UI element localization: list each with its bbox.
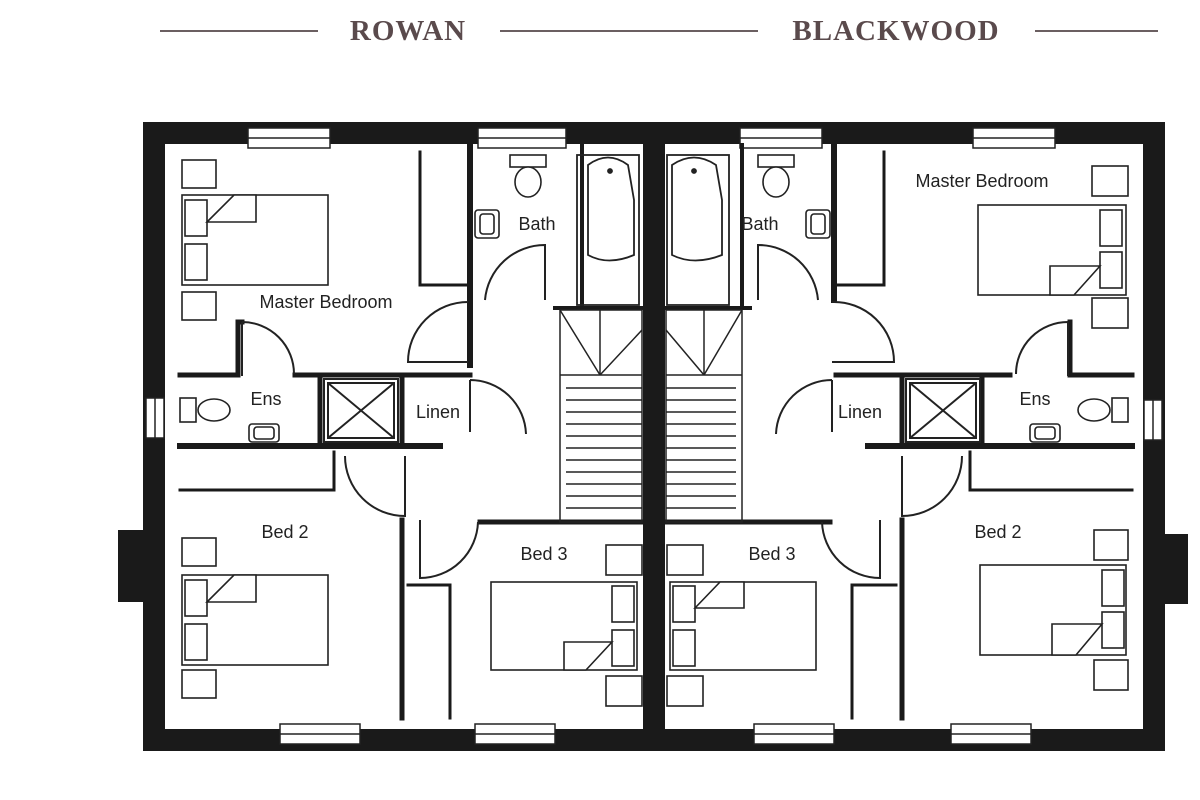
chimney-left: [118, 530, 158, 602]
right-house-title: BLACKWOOD: [792, 15, 999, 47]
room-label-bath-right: Bath: [741, 214, 778, 234]
beds: [181, 159, 1129, 707]
shower-trays: [323, 378, 981, 443]
room-label-bed3-left: Bed 3: [520, 544, 567, 564]
stairs-left: [559, 309, 643, 523]
room-label-master-bedroom-left: Master Bedroom: [259, 292, 392, 312]
room-label-master-bedroom-right: Master Bedroom: [915, 171, 1048, 191]
header: ROWAN BLACKWOOD: [160, 15, 1158, 47]
bathtubs: [576, 154, 730, 306]
room-label-ensuite-left: Ens: [250, 389, 281, 409]
room-labels-right: Master Bedroom Bath Ens Linen Bed 2 Bed …: [741, 171, 1050, 564]
windows: [145, 127, 1163, 745]
left-house-title: ROWAN: [350, 15, 466, 47]
room-label-linen-left: Linen: [416, 402, 460, 422]
stairs-right: [665, 309, 743, 523]
chimney-right: [1150, 534, 1188, 604]
room-label-bed2-left: Bed 2: [261, 522, 308, 542]
room-labels-left: Master Bedroom Bath Ens Linen Bed 2 Bed …: [250, 214, 567, 564]
room-label-bed2-right: Bed 2: [974, 522, 1021, 542]
room-label-bed3-right: Bed 3: [748, 544, 795, 564]
door-swings: [241, 243, 1069, 580]
room-label-linen-right: Linen: [838, 402, 882, 422]
sanitaryware: [179, 154, 1129, 443]
party-wall: [643, 133, 665, 740]
room-label-ensuite-right: Ens: [1019, 389, 1050, 409]
room-label-bath-left: Bath: [518, 214, 555, 234]
